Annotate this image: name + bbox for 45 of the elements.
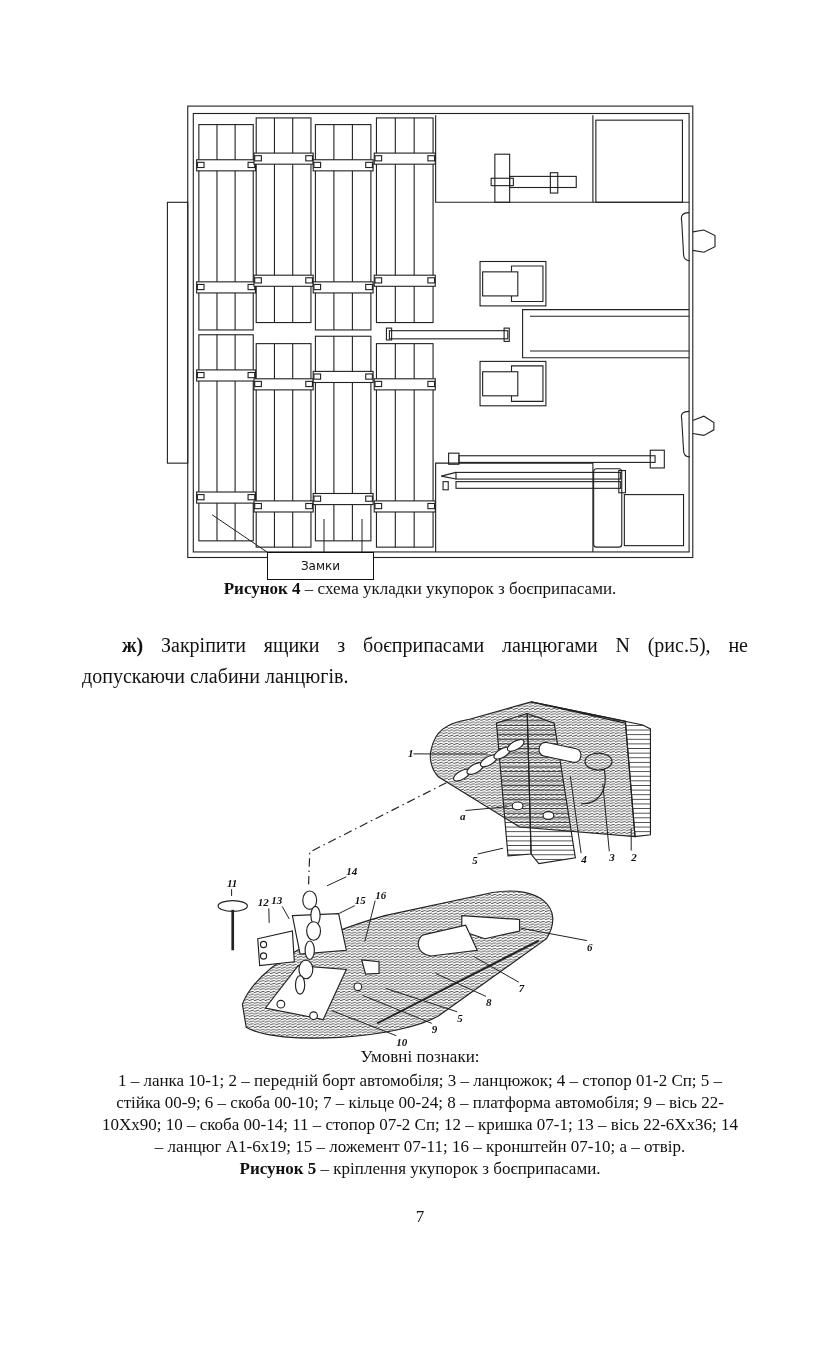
leader-line [364,900,376,943]
leader-line [569,775,582,854]
callout-number: 13 [271,894,283,907]
instruction-paragraph: ж) Закріпити ящики з боєприпасами ланцюгами N (рис.5), не допускаючи слабини ланцюгів. [82,633,748,690]
leader-line [473,956,520,983]
callout-number: 9 [431,1023,438,1036]
leader-line [385,987,458,1013]
legend-text: 1 – ланка 10-1; 2 – передній борт автомобіля; 3 – ланцюжок; 4 – стопор 01-2 Сп; 5 – стійка 00-9; 6 – скоба 00-10; 7 – кільце 00-24; 8 – платформа автомобіля; 9 – вісь 22-10Хх90; 10 – скоба 00-14; 11 – стопор 07-2 Сп; 12 – кришка 07-1; 13 – вісь 22-6Хх36; 14 – ланцюг А1-6х19; 15 – ложемент 07-11; 16 – кронштейн 07-10; а – отвір. [100,1070,740,1158]
callout-number: 15 [354,893,366,906]
leader-line [361,518,363,553]
leader-line [326,876,347,887]
legend-heading: Умовні познаки: [359,1046,481,1067]
callout-number: 14 [346,864,358,877]
leader-line [323,518,325,553]
callout-number: 16 [375,888,387,901]
callout-number: 3 [609,851,615,864]
leader-line [464,806,509,811]
callout-number: 5 [457,1011,463,1024]
callout-number: 2 [631,850,637,863]
callout-number: 5 [472,854,478,866]
page-number: 7 [414,1206,426,1227]
leader-line [520,927,588,942]
leader-line [435,973,487,997]
leader-line [477,847,504,855]
label-box: Замки [267,552,374,580]
figure-caption: Рисунок 4 – схема укладки укупорок з боєприпасами. [222,578,618,599]
leader-line [331,1010,397,1037]
leader-line [362,994,433,1024]
leader-line [338,905,356,914]
leader-line [211,514,268,553]
callout-number: 7 [518,982,525,995]
leader-line [268,907,270,924]
callout-number: 11 [226,877,238,890]
leader-line [630,827,632,851]
callout-number: 4 [581,853,587,866]
leader-line [281,905,290,920]
callout-number: 12 [257,896,269,909]
callout-number: 8 [486,996,492,1009]
leader-line [602,783,610,852]
callout-number: 6 [586,940,593,953]
figure-caption: Рисунок 5 – кріплення укупорок з боєприпасами. [238,1158,602,1179]
callout-number: а [459,810,466,823]
leader-line [231,888,233,897]
callout-number: 10 [396,1035,408,1048]
callout-number: 1 [407,746,414,759]
